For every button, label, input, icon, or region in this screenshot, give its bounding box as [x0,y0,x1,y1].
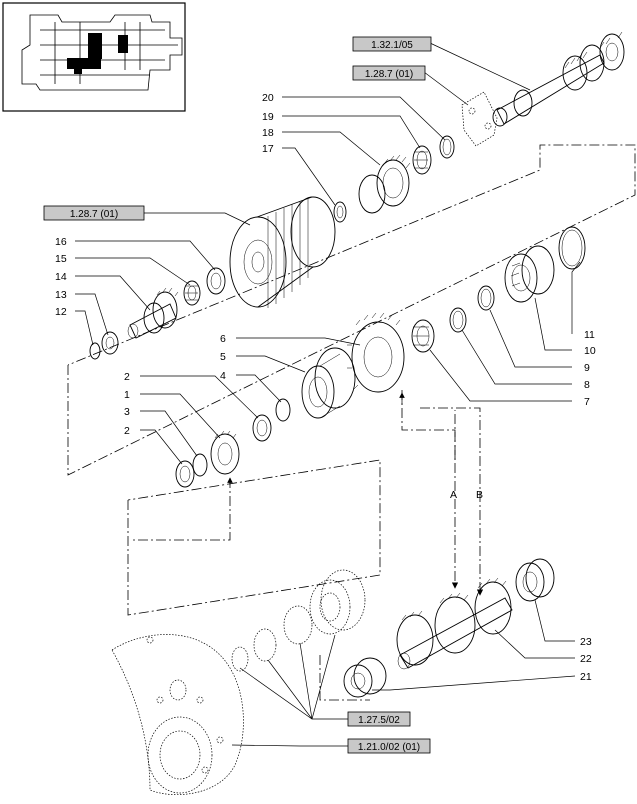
part-19-needle-bearing [412,145,432,175]
part-17-bushing [333,201,347,223]
part-8-washer [449,307,467,333]
part-21-bearing [343,657,387,698]
callout-1: 1 [124,389,130,401]
part-1-gear [210,430,240,475]
part-15-needle-bearing [183,280,201,306]
callout-16: 16 [55,236,67,248]
part-20-snap-ring [439,135,455,159]
callout-7: 7 [584,396,590,408]
part-7-needle-bearing [411,319,435,353]
callout-17: 17 [262,143,274,155]
ref-box-1-21-0[interactable]: 1.21.0/02 (01) [347,738,431,754]
callout-20: 20 [262,92,274,104]
part-13-needle-bearing [101,331,119,355]
callout-numbers: 20 19 18 17 16 15 14 13 12 6 5 4 2 1 3 2… [55,92,596,683]
part-5-synchronizer [301,347,356,419]
callout-8: 8 [584,379,590,391]
callout-11: 11 [584,329,595,341]
callout-18: 18 [262,127,274,139]
ref-box-1-28-7-left[interactable]: 1.28.7 (01) [43,205,145,221]
ref-box-1-28-7-top[interactable]: 1.28.7 (01) [352,65,426,81]
part-18-gear [358,154,411,214]
ref-label: 1.27.5/02 [358,715,400,726]
callout-15: 15 [55,253,67,265]
part-22-gear-shaft [396,577,513,670]
part-2-needle-bearing-upper [252,414,272,442]
inset-gearbox-sketch [21,14,183,91]
part-4-snap-ring [275,398,291,422]
axis-lines [67,144,636,701]
callout-22: 22 [580,653,592,665]
ref-box-1-27-5[interactable]: 1.27.5/02 [347,711,411,727]
callout-2-lower: 2 [124,425,130,437]
callout-2-upper: 2 [124,371,130,383]
callout-5: 5 [220,351,226,363]
part-9-snap-ring [477,285,495,311]
part-6-large-gear [347,312,405,393]
part-11-circlip [558,226,586,270]
part-2-needle-bearing-lower [175,460,195,488]
callout-4: 4 [220,370,226,382]
part-23-bearing [515,558,555,602]
flow-label-b: B [476,489,483,501]
part-3-washer [192,453,208,477]
callout-23: 23 [580,636,592,648]
ref-gear-stack [231,569,366,672]
callout-14: 14 [55,271,67,283]
part-12-snap-ring [89,342,101,360]
part-16-bearing [206,267,226,295]
ref-label: 1.28.7 (01) [365,69,413,80]
ref-label: 1.32.1/05 [371,40,413,51]
callout-19: 19 [262,111,274,123]
callout-6: 6 [220,333,226,345]
main-shaft [492,31,625,127]
clutch-pack-drum [229,196,336,308]
support-plate [461,91,498,147]
part-10-bearing [504,245,555,303]
leader-lines [75,42,581,747]
ref-label: 1.21.0/02 (01) [358,742,420,753]
ref-box-1-32-1[interactable]: 1.32.1/05 [352,36,432,52]
ref-housing-cover [111,634,244,795]
flow-label-a: A [450,489,457,501]
callout-10: 10 [584,345,596,357]
inset-locator-view [2,2,186,112]
callout-13: 13 [55,289,67,301]
callout-3: 3 [124,406,130,418]
callout-21: 21 [580,671,592,683]
callout-12: 12 [55,306,67,318]
ref-label: 1.28.7 (01) [70,209,118,220]
callout-9: 9 [584,362,590,374]
part-14-shaft-gear [127,287,179,339]
